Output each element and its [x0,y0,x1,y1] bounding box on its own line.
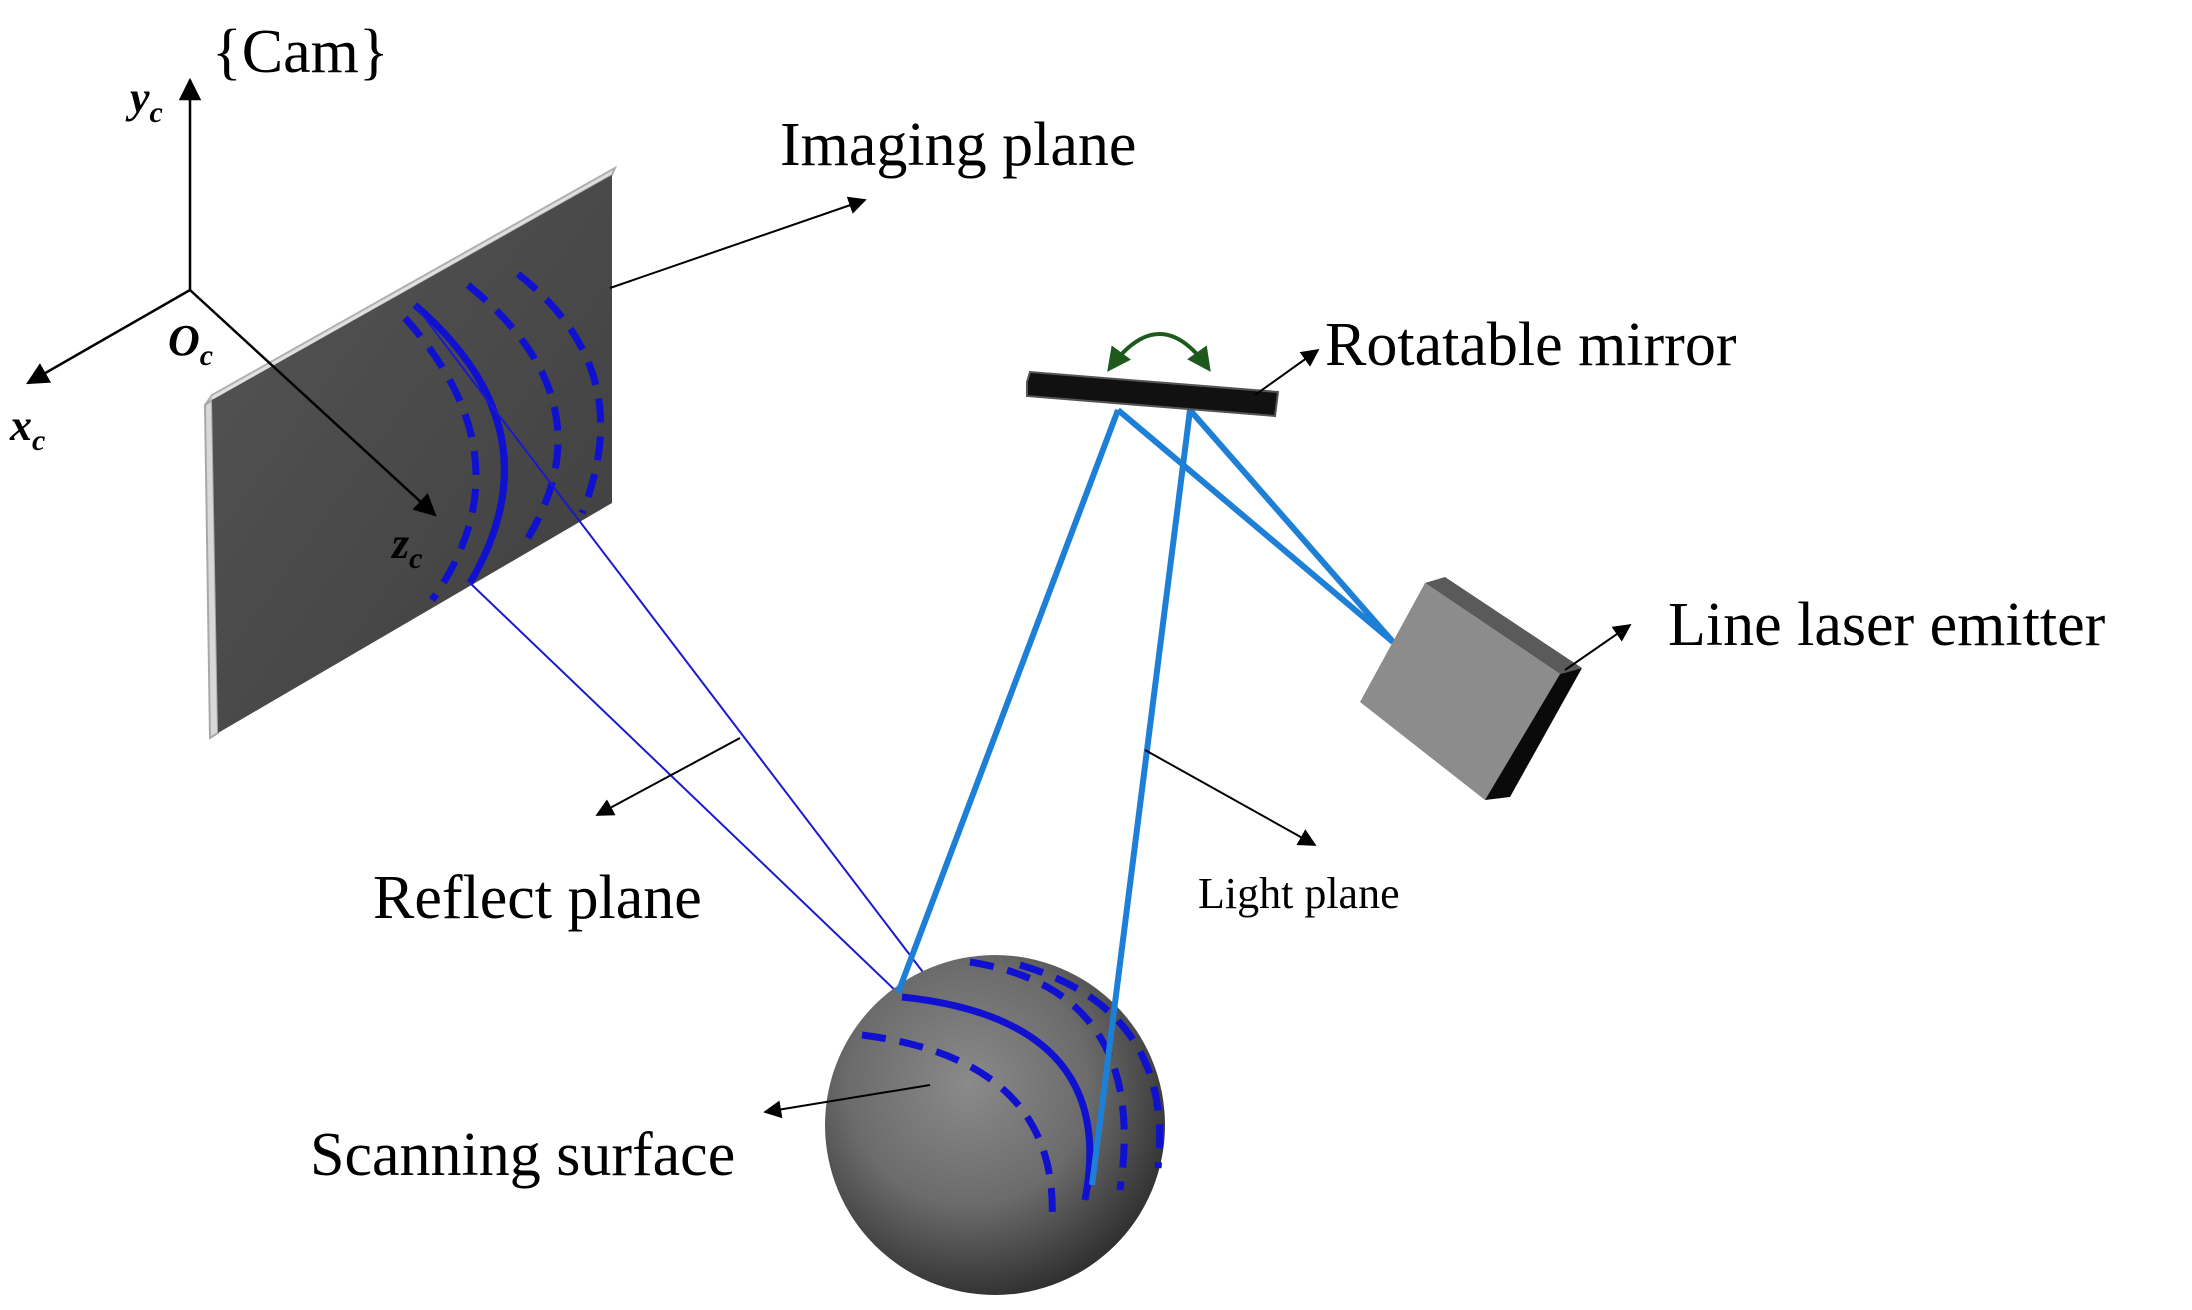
beam-mirror-to-surface-right [1089,409,1193,1186]
sphere [825,955,1165,1295]
reflect-ray-lower [469,582,901,996]
rotatable-mirror-label: Rotatable mirror [1325,311,1737,379]
scanning-surface [825,955,1165,1295]
imaging-plane-stripes [402,271,605,603]
sphere-stripe-solid [901,993,1094,1201]
sphere-stripe-dashed-1 [861,1031,1056,1223]
camera-frame [26,77,202,385]
emitter-end-cap [1485,668,1582,800]
x-axis-label: xc [9,401,45,457]
beam-emitter-to-mirror-left [1116,407,1395,645]
imaging-plane [203,165,618,740]
light-plane-leader [1144,749,1317,846]
beam-emitter-to-mirror-right [1187,408,1396,644]
imaging-plane-label: Imaging plane [780,111,1136,179]
line-laser-emitter [1360,577,1582,800]
light-plane-label: Light plane [1198,869,1400,918]
mirror-body [1026,370,1280,418]
line-laser-emitter-label: Line laser emitter [1668,591,2106,659]
origin-label: Oc [168,316,213,372]
x-axis-line [26,288,191,385]
scanning-surface-label: Scanning surface [310,1121,735,1189]
z-axis-line [189,289,437,517]
frame-label: {Cam} [212,18,389,86]
sphere-stripe-dashed-3 [1019,961,1164,1169]
image-stripe-dashed-right-1 [465,282,562,540]
emitter-leader [1564,623,1632,671]
rotatable-mirror [1026,332,1280,418]
scanning-surface-leader [763,1084,931,1119]
image-stripe-dashed-outer-left [402,315,480,603]
mirror-leader [1254,348,1320,396]
imaging-plane-leader [609,196,867,289]
emitter-top [1425,577,1582,674]
imaging-plane-face [212,175,612,733]
light-plane-beams [895,407,1396,1186]
y-axis-label: yc [125,73,163,129]
emitter-front [1360,583,1560,800]
image-stripe-solid [412,302,508,585]
leader-arrows [595,196,1632,1119]
z-axis-label: zc [390,519,422,575]
rotation-arrow-icon [1107,332,1211,372]
beam-mirror-to-surface-left [895,408,1121,995]
reflect-plane-leader [595,737,741,816]
reflect-plane-label: Reflect plane [373,864,702,932]
image-stripe-dashed-right-2 [515,271,605,515]
sphere-stripe-dashed-2 [969,958,1128,1191]
